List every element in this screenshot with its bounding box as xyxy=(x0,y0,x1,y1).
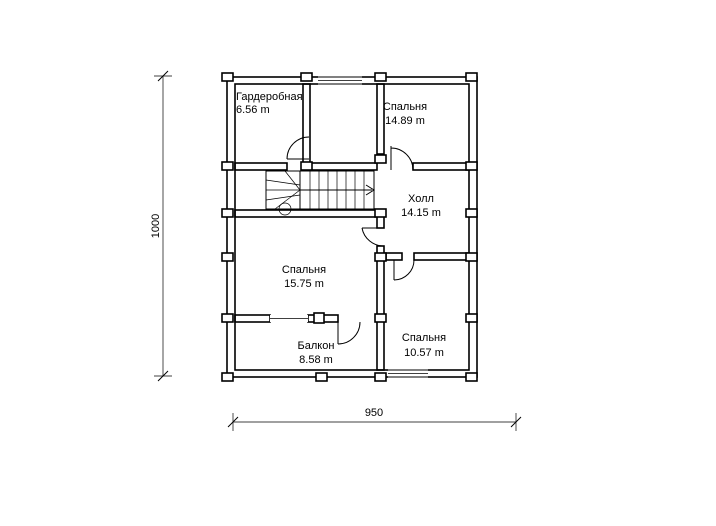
room-area: 14.15 m xyxy=(401,207,441,219)
width-dimension-label: 950 xyxy=(365,407,383,419)
wall-joint xyxy=(221,161,234,171)
room-area: 8.58 m xyxy=(299,354,333,366)
interior-walls xyxy=(234,83,470,371)
wall-joint xyxy=(465,313,478,323)
room-name: Балкон xyxy=(298,340,335,352)
room-area: 15.75 m xyxy=(284,278,324,290)
wall-joint xyxy=(221,252,234,262)
wall-joint xyxy=(374,252,387,262)
wall-joint xyxy=(221,313,234,323)
wall-joint xyxy=(300,72,313,82)
wall-joint xyxy=(221,372,234,382)
wall-joint xyxy=(465,372,478,382)
wall-joint xyxy=(374,208,387,218)
doors xyxy=(286,136,415,345)
width-dimension: 950 xyxy=(227,407,522,431)
room-area: 14.89 m xyxy=(385,115,425,127)
wall-joint xyxy=(465,208,478,218)
room-area: 10.57 m xyxy=(404,347,444,359)
room-name: Спальня xyxy=(402,332,446,344)
wall-joint xyxy=(374,313,387,323)
wall-joint xyxy=(315,372,328,382)
wall-joint xyxy=(374,72,387,82)
room-name: Спальня xyxy=(282,264,326,276)
wall-joint xyxy=(465,72,478,82)
windows xyxy=(270,76,428,378)
wall-joint xyxy=(221,72,234,82)
height-dimension-label: 1000 xyxy=(150,214,162,238)
room-name: Спальня xyxy=(383,101,427,113)
wall-joint xyxy=(374,372,387,382)
log-joints xyxy=(221,72,478,382)
staircase xyxy=(265,170,375,216)
room-name: Холл xyxy=(408,193,434,205)
wall-joint xyxy=(465,252,478,262)
wall-joint xyxy=(374,154,387,164)
height-dimension: 1000 xyxy=(150,70,172,382)
wall-joint xyxy=(300,161,313,171)
wall-joint xyxy=(221,208,234,218)
wall-joint xyxy=(465,161,478,171)
room-area: 6.56 m xyxy=(236,104,270,116)
room-labels: Гардеробная 6.56 m Спальня 14.89 m Холл … xyxy=(236,91,446,366)
wall-joint xyxy=(313,312,325,324)
room-name: Гардеробная xyxy=(236,91,303,103)
